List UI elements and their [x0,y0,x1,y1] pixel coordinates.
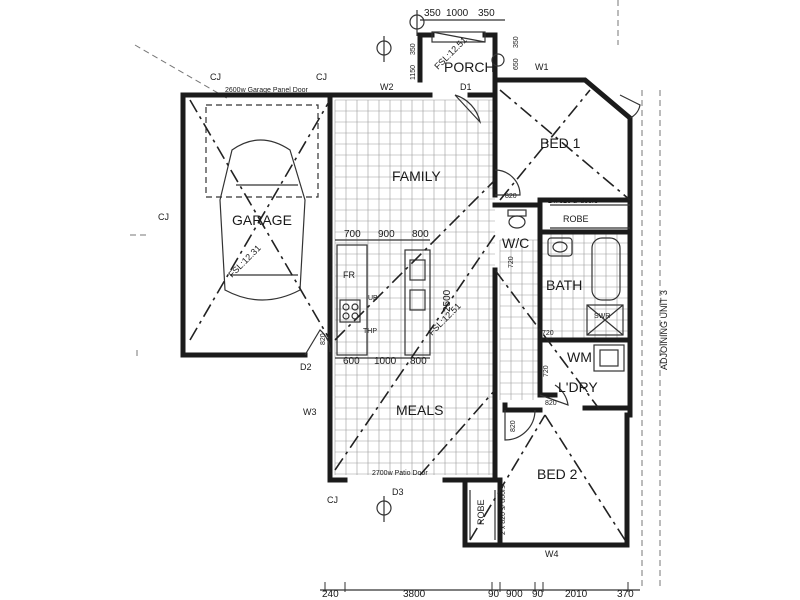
tag-d3: D3 [392,487,404,497]
tag-w2: W2 [380,82,394,92]
room-bath: BATH [546,277,582,293]
ceiling-lines [189,89,631,541]
room-porch: PORCH [444,59,495,75]
dim-door-820a: 820 [505,193,517,200]
note-adjoining-unit: ADJOINING UNIT 3 [659,290,669,370]
note-patio-door: 2700w Patio Door [372,470,428,477]
dim-top-1: 1000 [446,8,469,19]
room-labels: PORCH BED 1 FAMILY GARAGE ROBE W/C BATH … [232,59,610,525]
room-laundry: L'DRY [558,379,598,395]
room-garage: GARAGE [232,212,292,228]
car-outline [205,104,319,301]
dim-bottom-2: 90 [488,589,500,600]
dim-porch-v3: 650 [513,58,520,70]
dim-kitchen-bottom-2: 800 [410,356,427,367]
tag-cj-3: CJ [158,212,169,222]
door-swings [304,94,641,441]
room-robe-1: ROBE [563,214,589,224]
dim-kitchen-bottom-1: 1000 [374,356,397,367]
thp-label: THP [363,328,377,335]
kitchen [336,244,431,356]
note-bed2-robe: 2 x 820 s/ doors [500,485,507,535]
tag-w4: W4 [545,549,559,559]
dim-bottom-3: 900 [506,589,523,600]
opening-tags: W2 W1 W3 W4 D1 D2 D3 CJ CJ CJ CJ [158,62,559,559]
tag-w1: W1 [535,62,549,72]
walls [180,32,633,548]
dim-kitchen-bottom-0: 600 [343,356,360,367]
note-fsl-garage: FSL:12.31 [226,243,262,279]
dim-door-820b: 820 [320,333,327,345]
dim-kitchen-top-2: 800 [412,229,429,240]
dim-door-820d: 820 [545,400,557,407]
room-meals: MEALS [396,402,443,418]
plan-notes: 2600w Garage Panel Door 2700w Patio Door… [225,35,669,535]
room-robe-2: ROBE [476,499,486,525]
tag-cj-2: CJ [316,72,327,82]
section-markers [376,10,505,522]
dim-top-0: 350 [424,8,441,19]
under-bench-label: UB [368,295,378,302]
note-bed1-robe: 2 x 820 s/ doors [548,198,598,205]
room-wm: WM [567,349,592,365]
dim-door-720b: 720 [542,330,554,337]
dimensions: 350 1000 350 350 1150 650 350 700 900 80… [320,8,640,600]
bathroom-fixtures [507,209,625,372]
tag-cj-4: CJ [327,495,338,505]
tile-grid [334,99,630,475]
room-bed-2: BED 2 [537,466,578,482]
room-family: FAMILY [392,168,441,184]
dim-bottom-6: 370 [617,589,634,600]
dim-bench: 2500 [442,289,453,312]
dim-porch-v1: 350 [410,43,417,55]
dim-top-2: 350 [478,8,495,19]
tag-d2: D2 [300,362,312,372]
room-bed-1: BED 1 [540,135,581,151]
dim-bottom-0: 240 [322,589,339,600]
dim-porch-v4: 350 [513,36,520,48]
dim-door-820c: 820 [510,420,517,432]
dim-bottom-1: 3800 [403,589,426,600]
shower-label: SWR [594,313,610,320]
dim-door-720c: 720 [543,365,550,377]
fridge-label: FR [343,270,355,280]
dim-porch-v2: 1150 [410,65,417,80]
dim-bottom-5: 2010 [565,589,588,600]
tag-cj-1: CJ [210,72,221,82]
porch-step [431,31,486,43]
boundary-lines [130,0,661,590]
dim-kitchen-top-1: 900 [378,229,395,240]
dim-door-720a: 720 [508,256,515,268]
room-wc: W/C [502,235,529,251]
note-garage-door: 2600w Garage Panel Door [225,87,309,94]
dim-kitchen-top-0: 700 [344,229,361,240]
tag-w3: W3 [303,407,317,417]
tag-d1: D1 [460,82,472,92]
dim-bottom-4: 90 [532,589,544,600]
